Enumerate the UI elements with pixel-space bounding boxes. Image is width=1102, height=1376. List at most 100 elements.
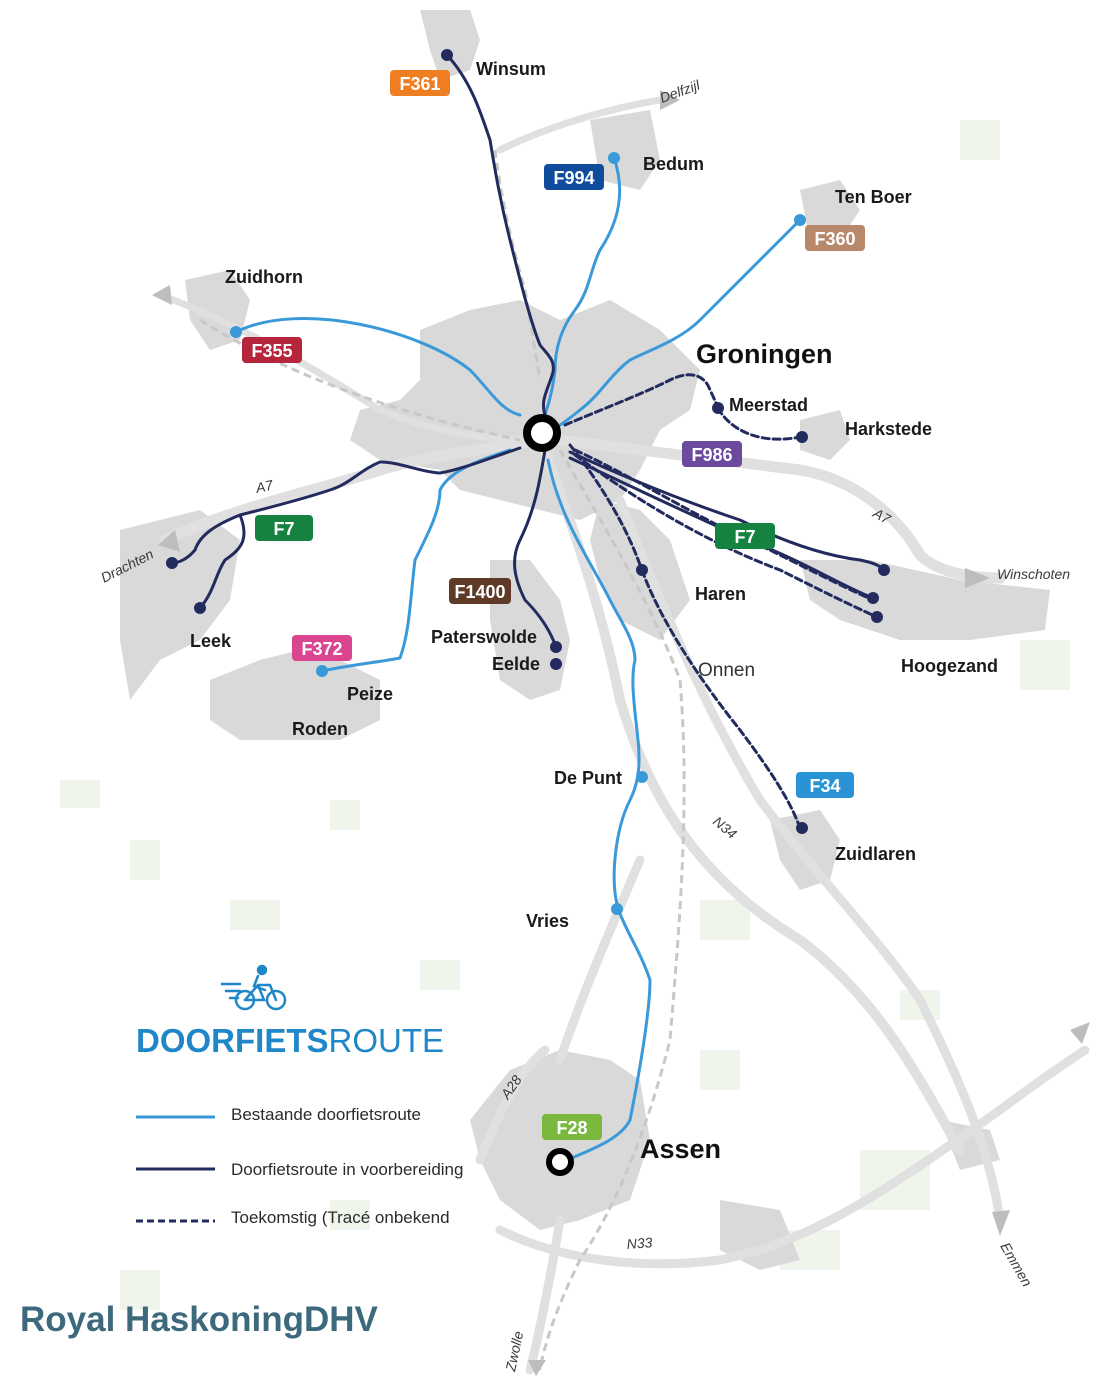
badge-f28: F28	[542, 1114, 602, 1140]
logo-wordmark: DOORFIETSROUTE	[136, 1022, 444, 1059]
route-endpoints	[166, 49, 890, 915]
future-hoogezand-2	[573, 453, 879, 619]
badge-f355: F355	[242, 337, 302, 363]
urban-bedum	[590, 110, 660, 190]
svg-text:F986: F986	[691, 445, 732, 465]
label-harkstede: Harkstede	[845, 419, 932, 439]
road-network	[156, 96, 1090, 1375]
rail-south	[538, 449, 686, 1371]
label-meerstad: Meerstad	[729, 395, 808, 415]
label-assen: Assen	[640, 1134, 721, 1164]
svg-text:F7: F7	[273, 519, 294, 539]
badge-f1400: F1400	[449, 578, 511, 604]
stop-haren	[636, 564, 648, 576]
urban-leek	[120, 510, 240, 700]
label-peize: Peize	[347, 684, 393, 704]
label-roden: Roden	[292, 719, 348, 739]
route-badges: F361 F994 F360 F355 F986 F7 F7 F1400 F37…	[242, 70, 865, 1140]
rail-lines	[199, 149, 686, 1371]
badge-f986: F986	[682, 441, 742, 467]
svg-text:F372: F372	[301, 639, 342, 659]
rail-delfzijl	[493, 149, 542, 381]
road-assen-south	[525, 1215, 565, 1375]
label-paterswolde: Paterswolde	[431, 627, 537, 647]
existing-f28	[546, 458, 652, 1165]
legend-label-preparing: Doorfietsroute in voorbereiding	[231, 1160, 463, 1179]
road-delfzijl	[496, 96, 664, 154]
urban-roden	[210, 650, 380, 740]
badge-f360: F360	[805, 225, 865, 251]
road-a28-south	[555, 855, 645, 1065]
rail-leeuwarden	[199, 318, 521, 442]
label-emmen: Emmen	[997, 1240, 1035, 1290]
preparing-f7-leek	[198, 513, 246, 610]
stop-zuidhorn	[230, 326, 242, 338]
arrow-delfzijl	[660, 90, 680, 110]
stop-zuidlaren	[796, 822, 808, 834]
badge-f7-west: F7	[255, 515, 313, 541]
arrow-drachten	[158, 530, 180, 552]
svg-text:F28: F28	[556, 1118, 587, 1138]
svg-text:F1400: F1400	[454, 582, 505, 602]
svg-text:F34: F34	[809, 776, 840, 796]
stop-paterswolde	[550, 641, 562, 653]
urban-harkstede	[800, 410, 850, 460]
arrow-n33-east	[1070, 1022, 1090, 1044]
stop-bedum	[608, 152, 620, 164]
existing-f372	[320, 448, 512, 673]
road-a7-east	[554, 434, 1006, 584]
place-labels: Groningen Assen Winsum Bedum Ten Boer Zu…	[190, 59, 998, 1164]
label-de-punt: De Punt	[554, 768, 622, 788]
label-haren: Haren	[695, 584, 746, 604]
label-bedum: Bedum	[643, 154, 704, 174]
hubs	[523, 414, 574, 1176]
road-n34	[615, 495, 1005, 1225]
urban-groningen	[350, 300, 700, 520]
label-winschoten: Winschoten	[997, 566, 1070, 582]
badge-f372: F372	[292, 635, 352, 661]
badge-f34: F34	[796, 772, 854, 798]
label-hoogezand: Hoogezand	[901, 656, 998, 676]
label-vries: Vries	[526, 911, 569, 931]
label-n33: N33	[626, 1234, 653, 1252]
doorfietsroute-logo: DOORFIETSROUTE	[136, 964, 444, 1059]
svg-text:F361: F361	[399, 74, 440, 94]
existing-routes	[234, 156, 802, 1165]
hub-assen	[546, 1148, 574, 1176]
stop-hoogezand-1	[878, 564, 890, 576]
existing-f355	[234, 317, 522, 417]
label-a7-west: A7	[253, 476, 275, 496]
stop-ten-boer	[794, 214, 806, 226]
legend-label-future: Toekomstig (Tracé onbekend	[231, 1208, 450, 1227]
label-onnen: Onnen	[698, 660, 755, 681]
preparing-f7-west	[170, 446, 522, 565]
badge-f361: F361	[390, 70, 450, 96]
svg-text:F994: F994	[553, 168, 594, 188]
label-winsum: Winsum	[476, 59, 546, 79]
stop-harkstede	[796, 431, 808, 443]
cyclist-icon	[220, 964, 287, 1011]
stop-peize	[316, 665, 328, 677]
road-a7-west	[159, 434, 546, 546]
label-leek: Leek	[190, 631, 232, 651]
label-n34: N34	[710, 813, 740, 842]
arrow-emmen	[992, 1210, 1010, 1236]
road-zuidhorn	[156, 291, 544, 444]
stop-drachten	[166, 557, 178, 569]
label-delfzijl: Delfzijl	[658, 76, 703, 105]
stop-hoogezand-2	[867, 592, 879, 604]
label-groningen: Groningen	[696, 339, 833, 369]
svg-text:F7: F7	[734, 527, 755, 547]
svg-text:F355: F355	[251, 341, 292, 361]
label-zuidhorn: Zuidhorn	[225, 267, 303, 287]
preparing-f361	[445, 53, 555, 417]
svg-text:F360: F360	[814, 229, 855, 249]
legend-label-existing: Bestaande doorfietsroute	[231, 1105, 421, 1124]
road-a28-west	[475, 1045, 550, 1165]
stop-hoogezand-3	[871, 611, 883, 623]
stop-vries	[611, 903, 623, 915]
arrow-zuidhorn	[152, 285, 172, 305]
urban-winsum	[420, 10, 480, 80]
arrow-zwolle	[528, 1360, 546, 1376]
